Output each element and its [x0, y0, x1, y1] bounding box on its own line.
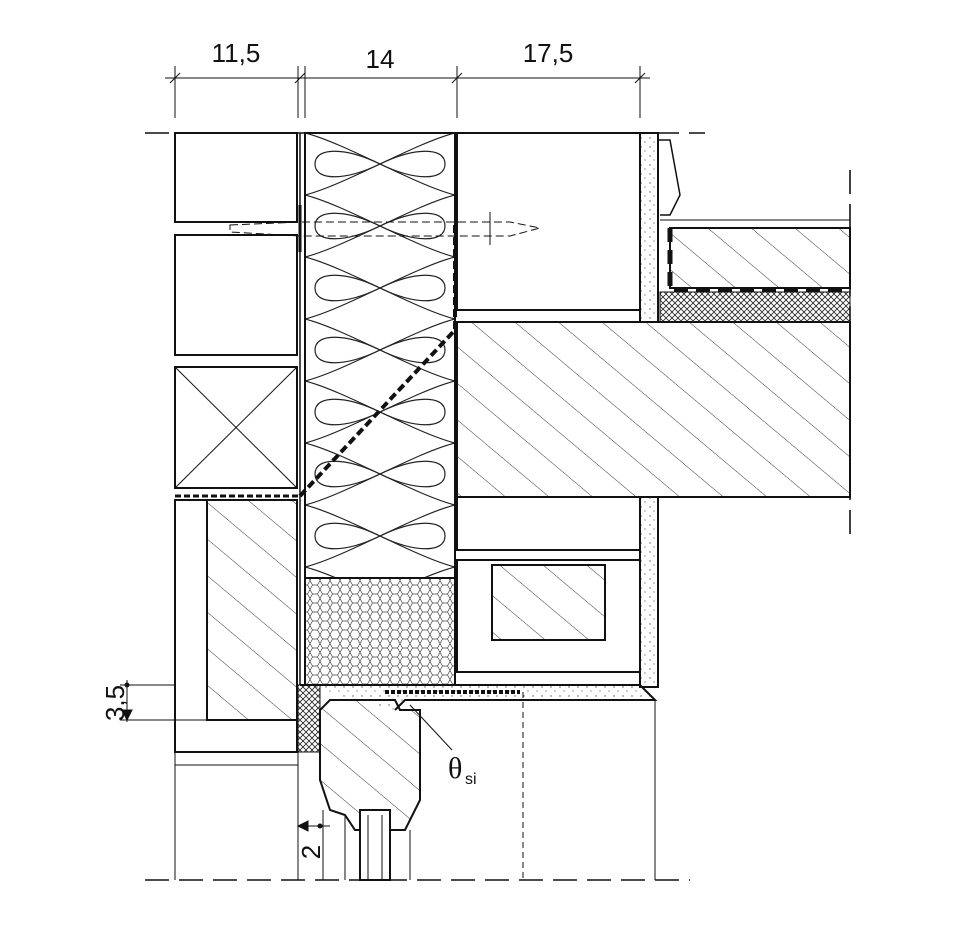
mineral-wool-insulation [304, 132, 456, 579]
annotation-leader [409, 704, 453, 751]
floor-buildup [658, 139, 851, 323]
top-dimension-line [165, 66, 650, 118]
dimension-label-wall: 17,5 [523, 38, 574, 68]
dimension-label-2: 2 [296, 845, 326, 859]
rigid-insulation [304, 577, 456, 686]
window-frame [319, 699, 421, 881]
facing-brick-layer [174, 132, 300, 753]
bottom-dimension [296, 820, 330, 832]
inner-wall [456, 132, 851, 688]
wall-anchor [229, 205, 541, 252]
sealing-tape [297, 684, 321, 753]
surface-temperature-symbol: θ [448, 752, 462, 785]
vapour-membrane [298, 225, 457, 498]
dimension-label-brick: 11,5 [212, 38, 261, 68]
reference-lines [174, 692, 656, 880]
left-dimension [120, 680, 207, 722]
surface-temperature-subscript: si [465, 771, 477, 788]
dimension-label-3-5: 3,5 [100, 685, 130, 721]
dimension-label-insulation: 14 [366, 44, 395, 74]
